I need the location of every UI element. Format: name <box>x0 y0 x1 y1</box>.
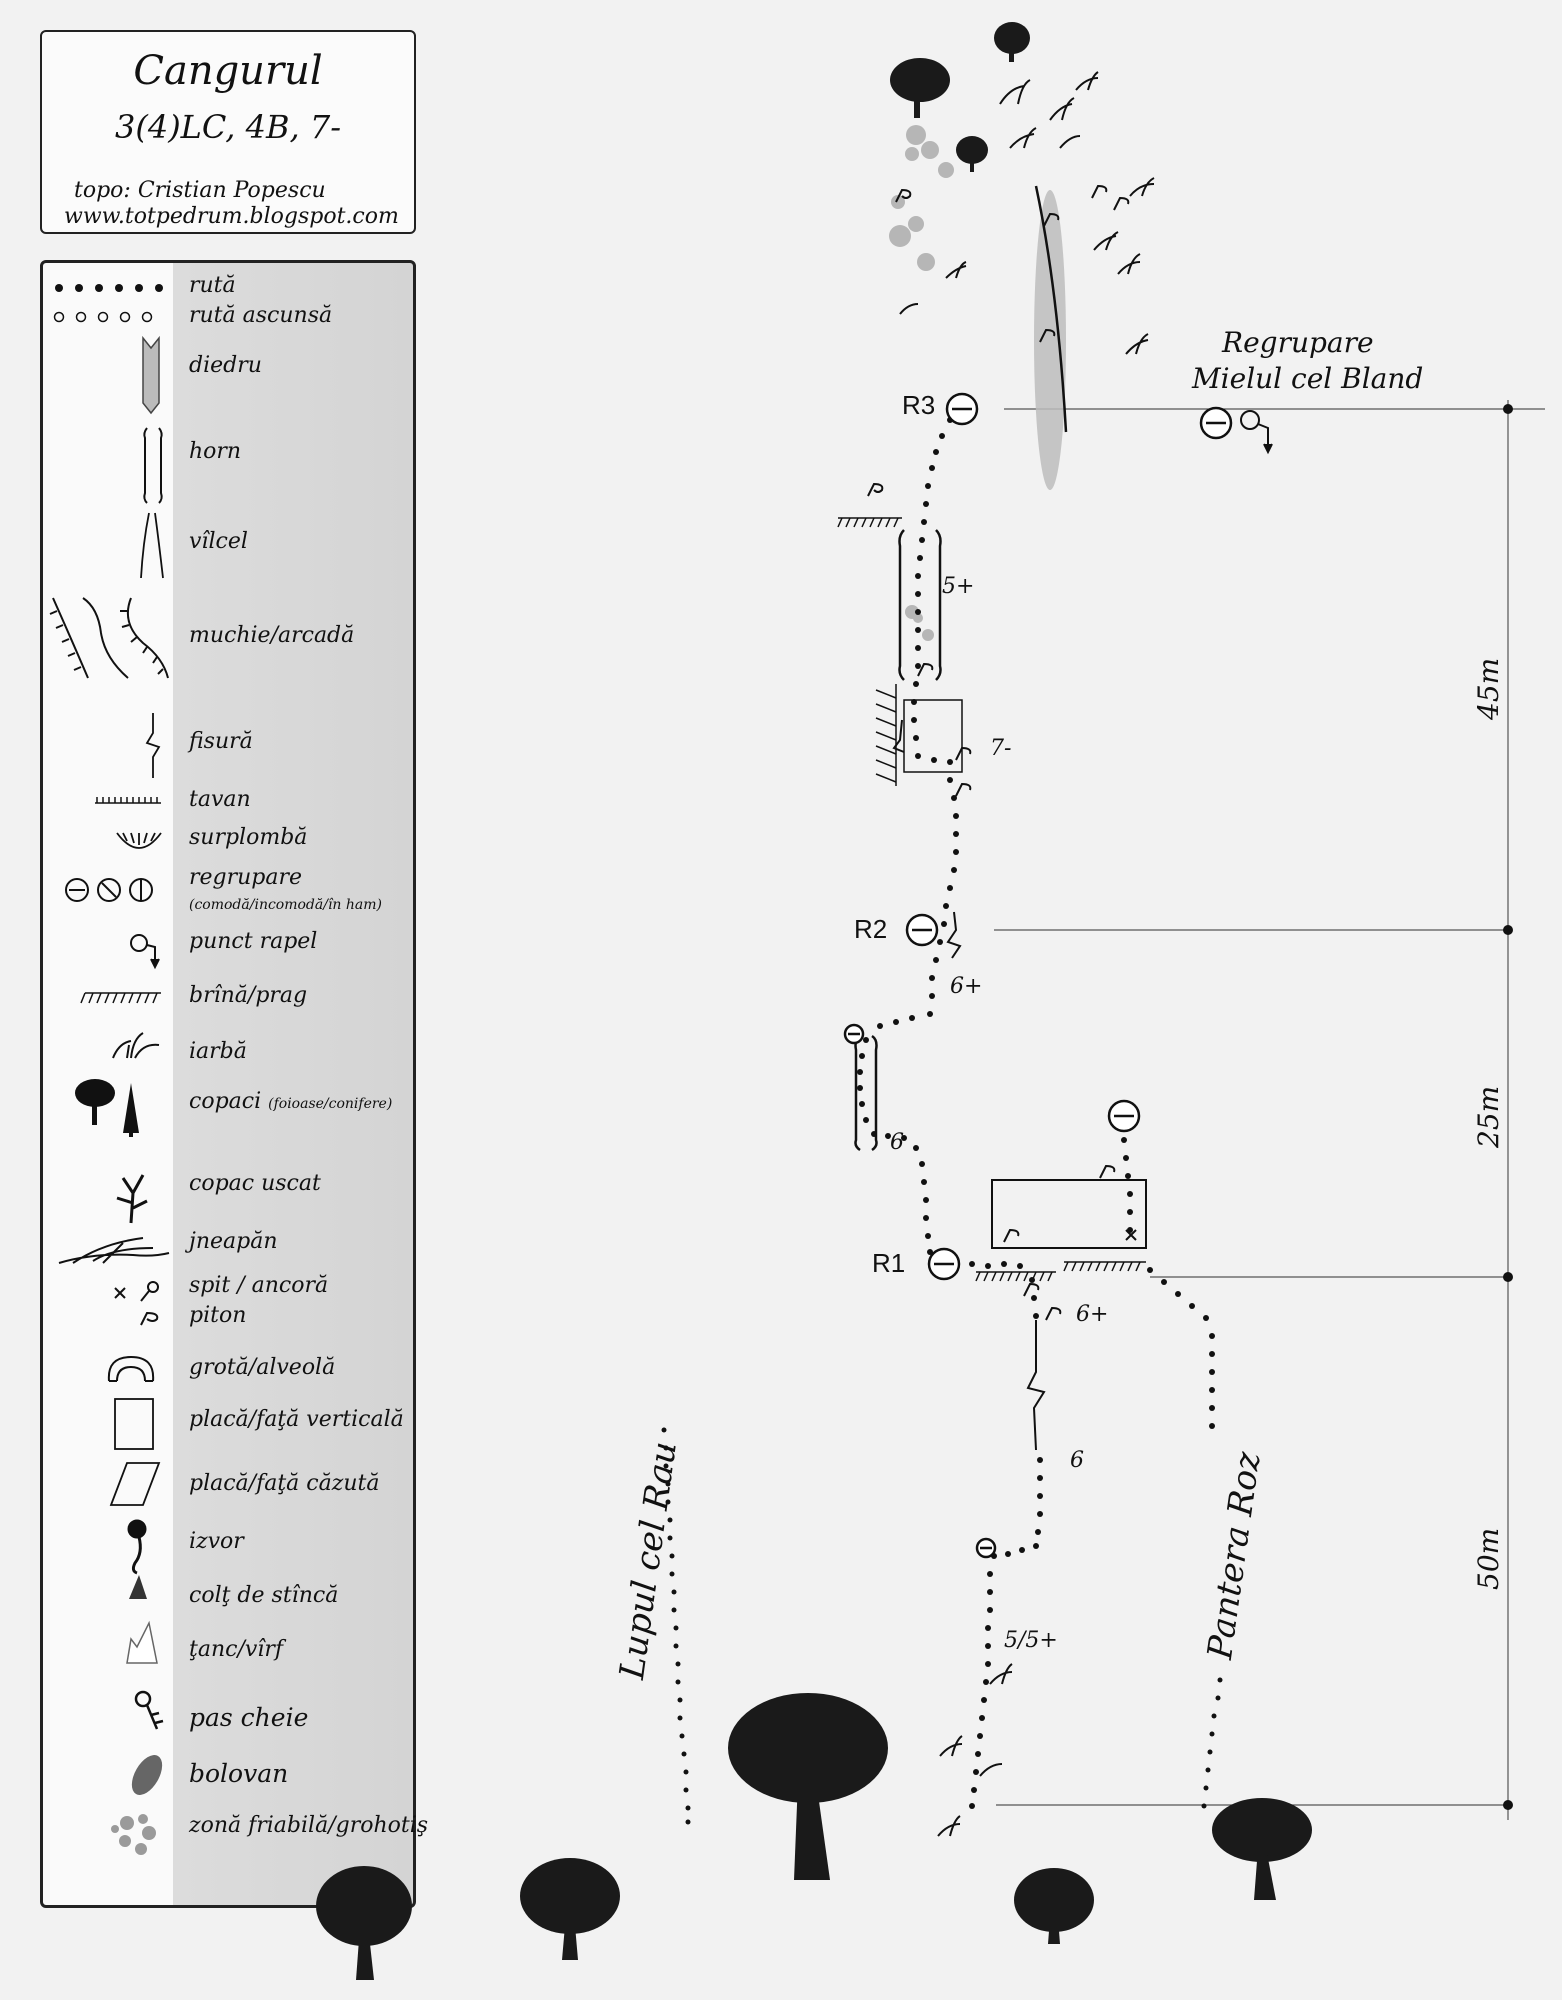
legend-label-horn: horn <box>189 439 242 464</box>
arete-feature <box>875 684 897 786</box>
vertical-slab-icon <box>114 1398 154 1450</box>
diedru-icon <box>142 335 160 415</box>
neighbour-belay-title: Regrupare <box>1222 326 1374 359</box>
title-box: Cangurul 3(4)LC, 4B, 7- topo: Cristian P… <box>40 30 416 234</box>
edge-icon <box>49 597 169 679</box>
trees-icon <box>75 1079 139 1137</box>
slab-block <box>991 1179 1147 1249</box>
legend-label-overhang: surplombă <box>189 825 308 850</box>
spring-icon <box>127 1519 147 1575</box>
legend-label-trees: copaci (foioase/conifere) <box>189 1089 393 1114</box>
route-grade: 3(4)LC, 4B, 7- <box>114 108 341 146</box>
rock-spike-icon <box>129 1575 147 1599</box>
legend-label-slab: placă/faţă căzută <box>189 1471 380 1496</box>
legend-label-hidden-route: rută ascunsă <box>189 303 333 328</box>
pitch-length-45m: 45m <box>1472 657 1505 720</box>
measure-ticks <box>1503 404 1513 1810</box>
legend-label-rappel: punct rapel <box>189 929 318 954</box>
belay-label-r3: R3 <box>902 390 936 420</box>
hidden-route-icon <box>53 311 153 323</box>
key-icon <box>134 1690 164 1730</box>
legend-label-vertical-slab: placă/faţă verticală <box>189 1407 404 1432</box>
legend-label-mountain-pine: jneapăn <box>189 1229 278 1254</box>
neighbour-route-dots <box>661 1267 1223 1825</box>
legend-label-rock-spike: colţ de stîncă <box>189 1583 339 1608</box>
grade-label-6-b: 6 <box>1070 1448 1084 1473</box>
legend-label-edge: muchie/arcadă <box>189 623 355 648</box>
legend-label-belay: regrupare(comodă/incomodă/în ham) <box>189 865 382 913</box>
grade-label-6plus-a: 6+ <box>950 974 983 999</box>
crack-line-top <box>1034 185 1068 433</box>
mountain-pine-icon <box>58 1237 170 1264</box>
horn-icon <box>143 427 163 504</box>
grade-label-5-5plus: 5/5+ <box>1004 1628 1058 1653</box>
grade-label-6-a: 6 <box>890 1130 904 1155</box>
topo-author: topo: Cristian Popescu <box>74 178 326 203</box>
vertical-slab <box>903 699 963 773</box>
scree-icon <box>111 1814 156 1855</box>
website-link[interactable]: www.totpedrum.blogspot.com <box>64 204 399 229</box>
pinnacle-icon <box>126 1620 158 1664</box>
belay-icons <box>65 878 153 902</box>
ceiling-icon <box>95 797 161 804</box>
legend-label-spring: izvor <box>189 1529 244 1554</box>
legend-label-ledge: brînă/prag <box>189 983 308 1008</box>
legend-label-route: rută <box>189 273 236 298</box>
legend-label-scree: zonă friabilă/grohotiş <box>189 1813 429 1838</box>
grass-tufts <box>899 71 1155 1837</box>
legend-label-bolt: spit / ancoră <box>189 1273 329 1298</box>
overhang-icon <box>116 832 162 849</box>
legend-label-vilcel: vîlcel <box>189 529 248 554</box>
fissure-icon <box>145 713 161 778</box>
pitch-length-25m: 25m <box>1472 1085 1505 1148</box>
rappel-point-icon <box>1240 410 1273 455</box>
tree-icon <box>316 22 1312 1980</box>
neighbour-belay-route: Mielul cel Bland <box>1192 362 1424 395</box>
pitch-length-50m: 50m <box>1472 1527 1505 1590</box>
chimney-feature <box>854 529 942 1152</box>
legend-label-ceiling: tavan <box>189 787 251 812</box>
legend-label-key-move: pas cheie <box>189 1703 309 1732</box>
vilcel-icon <box>140 512 164 579</box>
route-title: Cangurul <box>133 48 323 94</box>
legend-label-fissure: fisură <box>189 729 253 754</box>
slab-icon <box>109 1462 161 1506</box>
bolt-anchor-icons <box>114 1281 159 1326</box>
legend-symbols <box>49 284 170 1855</box>
legend-label-diedru: diedru <box>189 353 262 378</box>
rappel-icon <box>130 934 160 970</box>
route-dots <box>857 417 1133 1809</box>
piton-marks <box>867 184 1130 1321</box>
legend-label-piton: piton <box>189 1303 247 1328</box>
pitch-lines <box>994 408 1545 1806</box>
boulder-icon <box>131 1755 163 1795</box>
legend-label-boulder: bolovan <box>189 1759 289 1788</box>
belay-label-r2: R2 <box>854 914 888 944</box>
dead-tree-icon <box>116 1174 148 1224</box>
grade-label-5plus: 5+ <box>942 574 975 599</box>
legend-label-grass: iarbă <box>189 1039 247 1064</box>
ledge-marks <box>837 517 1146 1282</box>
belay-icons-main <box>843 392 1233 1559</box>
route-dots-icon <box>55 284 163 292</box>
boulder-shadow <box>1034 190 1066 490</box>
crack-marks <box>892 719 1046 1451</box>
belay-label-r1: R1 <box>872 1248 906 1278</box>
legend-label-dead-tree: copac uscat <box>189 1171 321 1196</box>
legend-label-cave: grotă/alveolă <box>189 1355 336 1380</box>
legend: rută rută ascunsă diedru horn vîlcel muc… <box>40 260 428 1908</box>
ledge-icon <box>80 992 161 1004</box>
grass-icon <box>112 1032 160 1059</box>
cave-icon <box>107 1355 155 1382</box>
legend-label-pinnacle: ţanc/vîrf <box>189 1637 283 1662</box>
grade-label-7minus: 7- <box>990 736 1012 761</box>
scree-top <box>889 125 954 641</box>
grade-label-6plus-b: 6+ <box>1076 1302 1109 1327</box>
